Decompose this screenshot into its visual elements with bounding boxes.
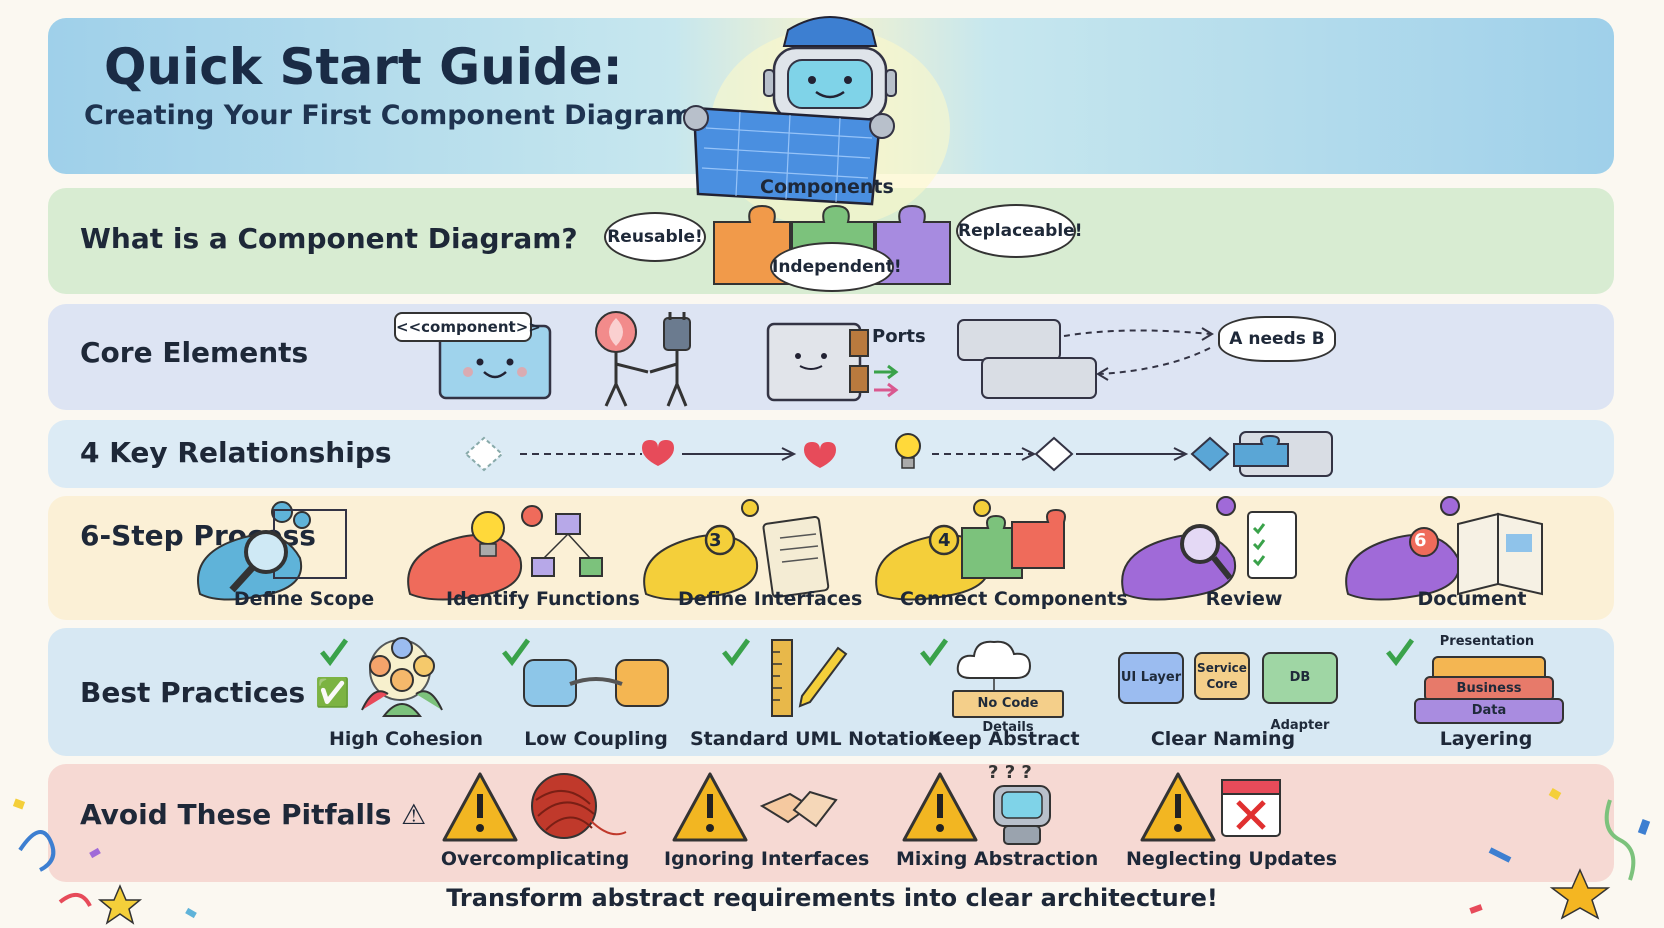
step3-number: 3: [709, 530, 722, 551]
core-heading: Core Elements: [80, 336, 309, 369]
naming-box-ui-layer: UI Layer: [1118, 652, 1184, 704]
bubble-reusable: Reusable!: [604, 212, 706, 262]
step6-label: Document: [1417, 588, 1527, 610]
bubble-replaceable: Replaceable!: [956, 204, 1082, 258]
page-title: Quick Start Guide:: [104, 38, 623, 96]
confetti-left-icon: [12, 798, 197, 925]
pitfalls-heading: Avoid These Pitfalls ⚠: [80, 798, 427, 831]
step3-footprint-icon: [643, 499, 830, 601]
relationship-arrows-icon: [464, 431, 1333, 477]
layer-business: Business: [1424, 676, 1554, 702]
confetti-right-icon: [1469, 788, 1651, 920]
standard-uml-icon: [722, 638, 848, 717]
naming-box-db-adapter: DB Adapter: [1262, 652, 1338, 733]
layering-check-icon: [1386, 638, 1415, 667]
blueprint-label: Components: [760, 176, 894, 198]
best-layering-label: Layering: [1439, 728, 1533, 750]
component-stereotype-tag: <<component>>: [394, 312, 541, 342]
step3-label: Define Interfaces: [678, 588, 863, 610]
layer-data: Data: [1414, 698, 1564, 724]
pitfalls-band: [48, 764, 1614, 882]
tagline: Transform abstract requirements into cle…: [446, 884, 1218, 912]
step6-number: 6: [1414, 530, 1427, 551]
step1-label: Define Scope: [233, 588, 375, 610]
relationships-heading: 4 Key Relationships: [80, 436, 392, 469]
best-standard-uml-label: Standard UML Notation: [690, 728, 942, 750]
page-subtitle: Creating Your First Component Diagram: [84, 100, 694, 131]
neglecting-updates-icon: [1140, 772, 1281, 842]
step2-label: Identify Functions: [446, 588, 640, 610]
step2-footprint-icon: [407, 505, 603, 601]
ignoring-interfaces-icon: [672, 772, 838, 842]
step4-footprint-icon: [875, 499, 1066, 601]
svg-text:? ? ?: ? ? ?: [988, 762, 1032, 783]
ports-label: Ports: [872, 326, 926, 347]
dependency-icon: [957, 319, 1214, 399]
best-high-cohesion-label: High Cohesion: [329, 728, 483, 750]
ports-component-icon: [766, 322, 899, 402]
best-keep-abstract-label: Keep Abstract: [928, 728, 1080, 750]
low-coupling-icon: [502, 638, 669, 707]
best-low-coupling-label: Low Coupling: [524, 728, 668, 750]
step5-label: Review: [1205, 588, 1283, 610]
step4-number: 4: [938, 530, 951, 551]
step6-footprint-icon: [1345, 496, 1543, 601]
lollipop-socket-icon: [595, 311, 691, 407]
pitfall-neglecting-updates-label: Neglecting Updates: [1126, 848, 1338, 870]
pitfall-overcomplicating-label: Overcomplicating: [440, 848, 630, 870]
keep-abstract-icon: [920, 638, 1032, 692]
step1-footprint-icon: [197, 501, 347, 601]
overcomplicating-icon: [442, 772, 627, 842]
best-practices-heading: Best Practices ✅: [80, 676, 350, 709]
layer-presentation: Presentation: [1439, 634, 1535, 649]
best-practices-band: [48, 628, 1614, 756]
dependency-bubble: A needs B: [1218, 316, 1336, 362]
mixing-abstraction-icon: ? ? ?: [902, 762, 1051, 845]
what-heading: What is a Component Diagram?: [80, 222, 578, 255]
bubble-independent: Independent!: [770, 242, 902, 292]
step5-footprint-icon: [1121, 496, 1297, 601]
best-clear-naming-label: Clear Naming: [1150, 728, 1296, 750]
step4-label: Connect Components: [900, 588, 1128, 610]
robot-mascot-icon: [683, 16, 950, 228]
pitfall-mixing-abstraction-label: Mixing Abstraction: [896, 848, 1099, 870]
high-cohesion-icon: [320, 637, 443, 717]
pitfall-ignoring-interfaces-label: Ignoring Interfaces: [664, 848, 870, 870]
naming-box-service-core: Service Core: [1194, 652, 1250, 700]
keep-abstract-tag: No Code Details: [952, 690, 1064, 735]
